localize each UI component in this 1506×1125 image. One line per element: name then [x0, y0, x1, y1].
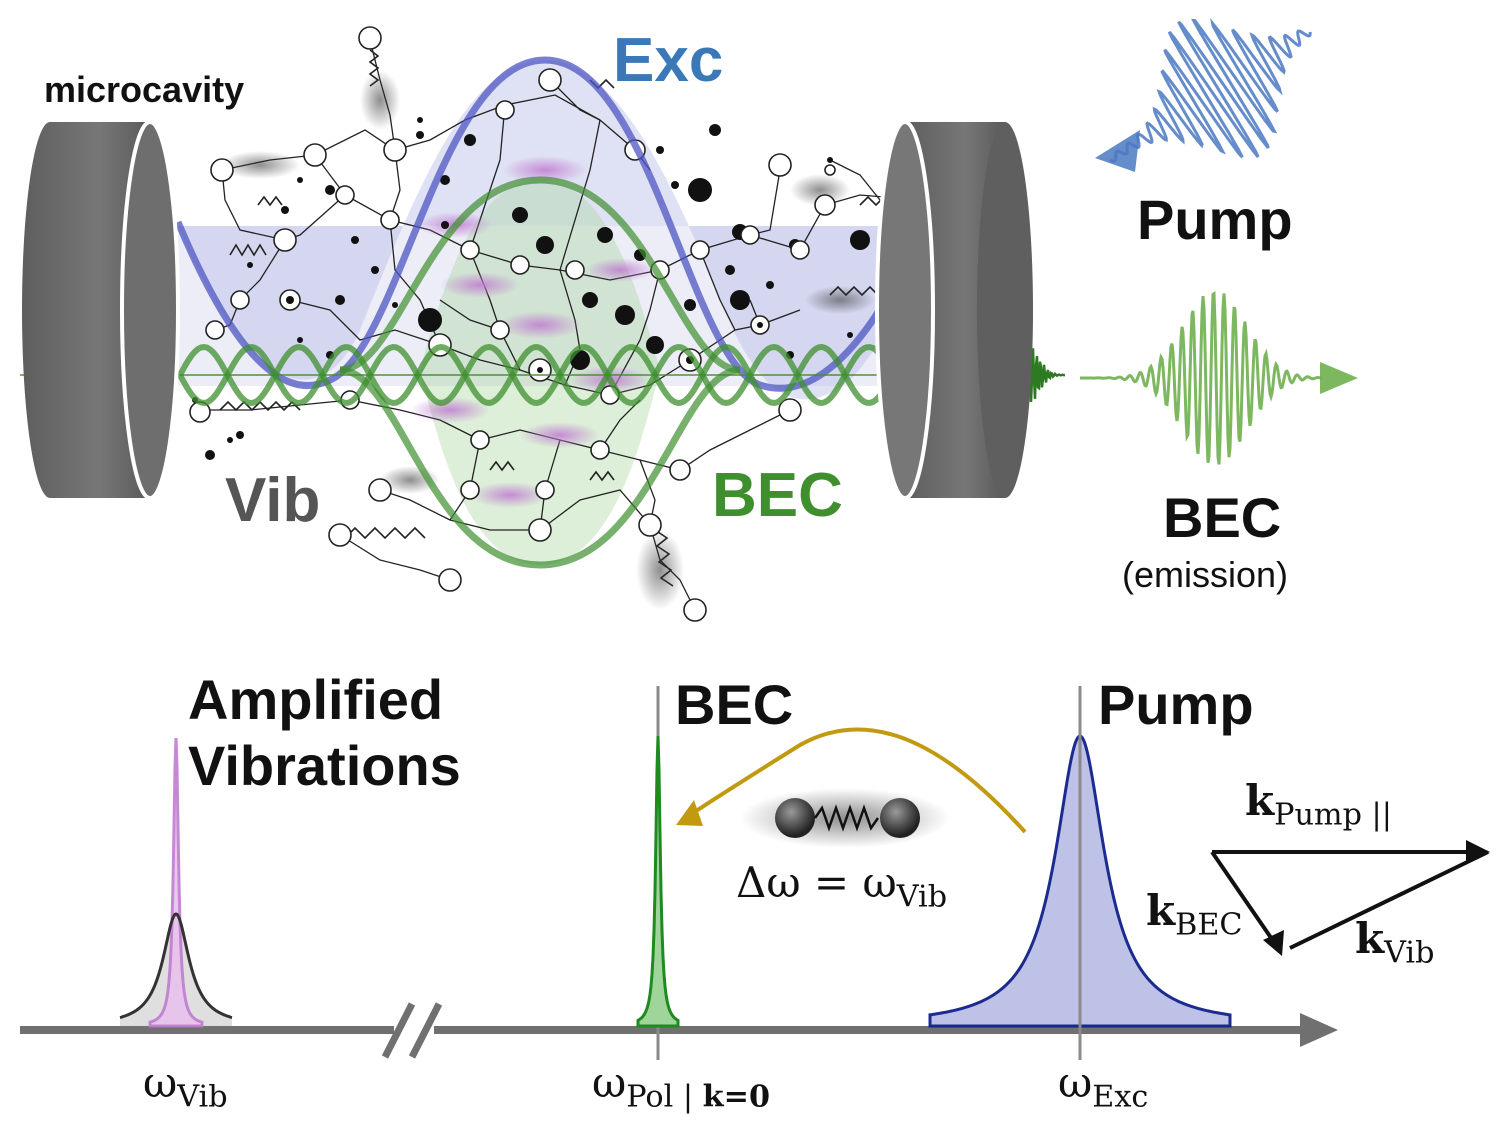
bec-emission-label: BEC	[1163, 486, 1282, 549]
energy-transfer-arrow	[688, 727, 1027, 834]
k-pump-label: kPump ||	[1245, 776, 1392, 833]
mirror-icon-left	[22, 120, 180, 500]
bec-spectrum-label: BEC	[675, 673, 794, 736]
vib-amplified-peak	[148, 737, 204, 1028]
bec-envelope	[339, 176, 741, 374]
omega-vib-label: ωVib	[143, 1058, 228, 1115]
mirror-icon-right	[875, 120, 1033, 500]
vib-helix-b	[177, 343, 961, 407]
k-bec-label: kBEC	[1146, 886, 1243, 943]
vibrations-label: Vibrations	[188, 734, 461, 797]
motion-blurs	[220, 70, 875, 610]
omega-exc-label: ωExc	[1058, 1058, 1149, 1115]
diatomic-molecule-icon	[740, 788, 950, 848]
axis-break-icon	[381, 1002, 443, 1059]
bec-peak	[636, 735, 680, 1028]
exciton-glows	[410, 156, 655, 508]
pump-pulse-icon	[1095, 17, 1312, 172]
omega-pol-label: ωPol | k=0	[592, 1058, 770, 1115]
pump-label: Pump	[1137, 188, 1293, 251]
vib-helix-a	[177, 343, 961, 407]
frequency-axis-arrowhead	[1300, 1013, 1338, 1047]
k-vib-label: kVib	[1355, 914, 1435, 971]
k-bec-arrowhead	[1263, 930, 1284, 956]
emission-pulse-icon	[1080, 290, 1358, 465]
atom-centers	[286, 296, 763, 373]
vib-broad-peak	[119, 912, 233, 1019]
emission-label: (emission)	[1122, 554, 1289, 595]
momentum-triangle	[1210, 850, 1489, 950]
bec-envelope-lower	[339, 366, 741, 569]
vib-label: Vib	[225, 466, 321, 535]
energy-transfer-arrowhead	[676, 800, 703, 826]
microcavity-label: microcavity	[44, 69, 245, 110]
exc-wave	[174, 56, 927, 392]
pump-spectrum-label: Pump	[1098, 673, 1254, 736]
k-pump-arrowhead	[1466, 840, 1490, 864]
amplified-label: Amplified	[188, 668, 444, 731]
bec-cavity-label: BEC	[712, 461, 843, 530]
delta-omega-equation: Δω = ωVib	[736, 858, 948, 915]
exc-field-fill	[178, 60, 923, 400]
exc-label: Exc	[613, 26, 724, 95]
